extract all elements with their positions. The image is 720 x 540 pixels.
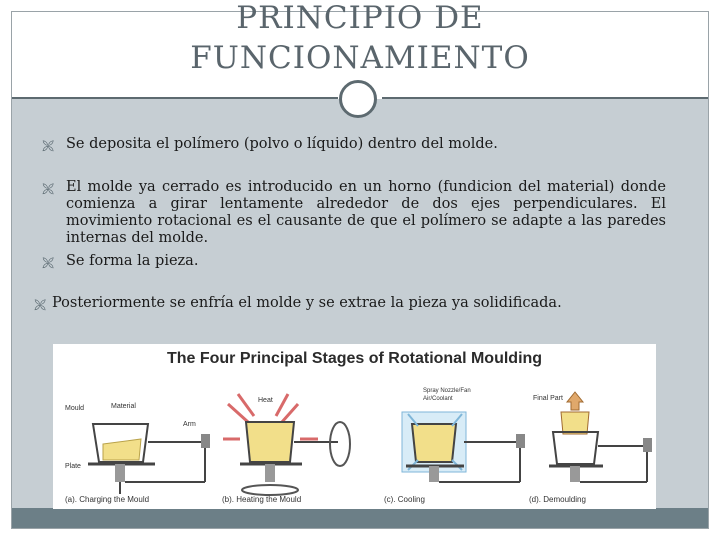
header-divider-right xyxy=(382,97,708,99)
bullet-text: El molde ya cerrado es introducido en un… xyxy=(66,179,666,246)
stage-c-label-spray: Spray Nozzle/Fan xyxy=(423,388,471,394)
stage-d-mould xyxy=(551,431,600,465)
stage-a-label-material: Material xyxy=(111,403,136,410)
bullet-text: Posteriormente se enfría el molde y se e… xyxy=(52,295,562,311)
figure-title: The Four Principal Stages of Rotational … xyxy=(166,350,543,367)
bullet-text: Se deposita el polímero (polvo o líquido… xyxy=(66,136,498,152)
header-divider-left xyxy=(12,97,338,99)
header-circle-ornament xyxy=(339,80,377,118)
stage-d-arrow-up-icon xyxy=(565,391,585,411)
bullet-item: 🙪 Posteriormente se enfría el molde y se… xyxy=(34,295,562,312)
stage-c-label-air: Air/Coolant xyxy=(423,396,453,402)
stage-a-diagram: Mould Material Arm Plate (a). Charging t… xyxy=(65,403,210,504)
bullet-marker-icon: 🙪 xyxy=(42,182,55,196)
stage-a-caption: (a). Charging the Mould xyxy=(65,495,149,504)
bullet-item: 🙪 Se forma la pieza. xyxy=(42,253,199,270)
bullet-text: Se forma la pieza. xyxy=(66,253,199,269)
title-line-2: FUNCIONAMIENTO xyxy=(190,40,530,76)
slide-title: PRINCIPIO DE FUNCIONAMIENTO xyxy=(12,0,708,78)
stage-d-final-part xyxy=(560,411,590,435)
rotational-moulding-figure: The Four Principal Stages of Rotational … xyxy=(53,344,656,509)
stage-c-mould xyxy=(410,423,458,463)
stage-a-label-mould: Mould xyxy=(65,405,84,412)
stage-c-caption: (c). Cooling xyxy=(384,495,425,504)
stage-a-material xyxy=(102,438,142,461)
stage-d-label-final-part: Final Part xyxy=(533,395,563,402)
stage-a-label-plate: Plate xyxy=(65,463,81,470)
title-line-1: PRINCIPIO DE xyxy=(236,0,484,36)
bullet-marker-icon: 🙪 xyxy=(42,139,55,153)
bullet-marker-icon: 🙪 xyxy=(42,256,55,270)
bullet-item: 🙪 Se deposita el polímero (polvo o líqui… xyxy=(42,136,498,153)
stages-illustration: Mould Material Arm Plate (a). Charging t… xyxy=(65,388,652,504)
bullet-item: 🙪 El molde ya cerrado es introducido en … xyxy=(42,179,666,247)
stage-c-diagram: Spray Nozzle/Fan Air/Coolant (c). Coolin… xyxy=(384,388,525,504)
bullet-marker-icon: 🙪 xyxy=(34,298,47,312)
stage-b-label-heat: Heat xyxy=(258,397,273,404)
slide-frame xyxy=(11,11,709,529)
stage-b-diagram: Heat (b). Heating the Mould xyxy=(222,393,351,504)
stage-d-diagram: Final Part (d). Demoulding xyxy=(529,391,652,504)
stage-a-label-arm: Arm xyxy=(183,421,196,428)
stage-d-caption: (d). Demoulding xyxy=(529,495,586,504)
stage-a-mould xyxy=(91,423,150,463)
stage-b-caption: (b). Heating the Mould xyxy=(222,495,301,504)
stage-b-mould xyxy=(244,421,296,463)
slide-footer-bar xyxy=(12,508,708,528)
